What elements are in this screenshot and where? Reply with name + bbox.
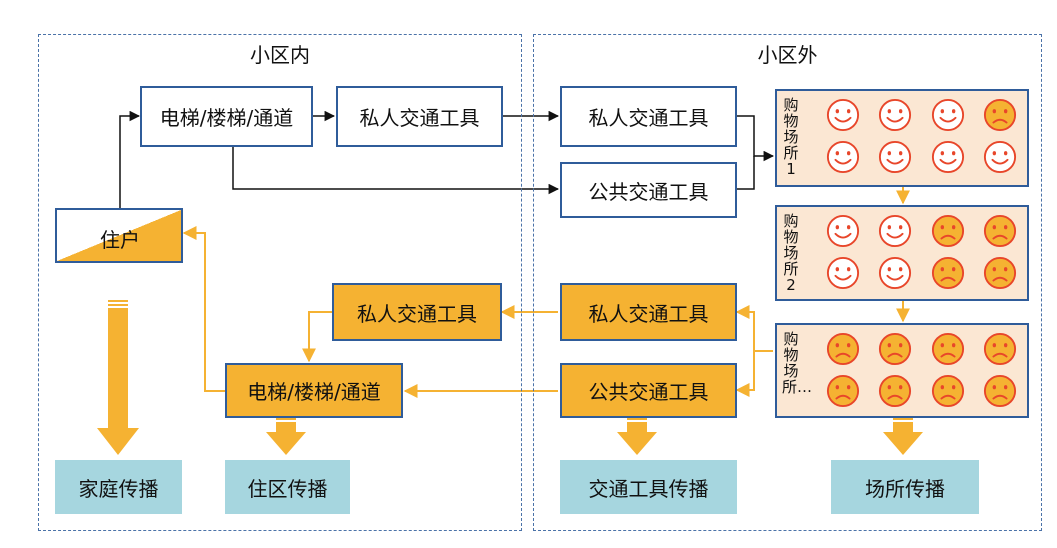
line-private-to-mall: [737, 115, 775, 162]
smiley-face-icon: [878, 140, 912, 174]
smiley-face-icon: [878, 98, 912, 132]
smiley-face-icon: [983, 140, 1017, 174]
sad-face-icon: [931, 256, 965, 290]
region-title-outside: 小区外: [757, 43, 818, 67]
line-elevator-to-resident: [182, 226, 225, 392]
line-mall-to-public: [735, 351, 755, 397]
sad-face-icon: [983, 98, 1017, 132]
node-elevator-bottom: 电梯/楼梯/通道: [225, 363, 403, 418]
smiley-face-icon: [931, 98, 965, 132]
line-elevator-to-public: [232, 147, 560, 195]
node-resident: 住户: [55, 208, 183, 263]
region-title-inside: 小区内: [250, 43, 310, 67]
line-mall-to-private: [735, 305, 773, 352]
line-resident-to-elevator: [119, 110, 141, 208]
sad-face-icon: [931, 374, 965, 408]
venue-mall-2: 购物场所2: [775, 205, 1029, 301]
sad-face-icon: [878, 374, 912, 408]
venue-mall-3: 购物场所…: [775, 323, 1029, 418]
node-public-transport-top: 公共交通工具: [560, 162, 737, 218]
sad-face-icon: [983, 374, 1017, 408]
sad-face-icon: [826, 374, 860, 408]
down-arrow-venue: [883, 418, 923, 455]
smiley-face-icon: [826, 98, 860, 132]
category-venue-transmission: 场所传播: [831, 460, 979, 514]
smiley-face-icon: [826, 256, 860, 290]
node-elevator-top: 电梯/楼梯/通道: [140, 86, 313, 147]
return-lines: [182, 187, 910, 398]
down-arrow-transport: [617, 418, 657, 455]
line-private-to-elevator: [302, 311, 332, 363]
line-public-to-mall: [737, 156, 755, 190]
sad-face-icon: [878, 332, 912, 366]
outbound-lines: [119, 110, 775, 208]
smiley-face-icon: [826, 214, 860, 248]
sad-face-icon: [983, 332, 1017, 366]
region-outside-community: 小区外: [533, 34, 1042, 531]
smiley-face-icon: [878, 214, 912, 248]
node-private-vehicle-outer-top: 私人交通工具: [560, 86, 737, 147]
sad-face-icon: [983, 214, 1017, 248]
smiley-face-icon: [826, 140, 860, 174]
sad-face-icon: [826, 332, 860, 366]
category-family-transmission: 家庭传播: [55, 460, 182, 514]
sad-face-icon: [931, 332, 965, 366]
venue-mall-label: 购物场所…: [782, 330, 813, 396]
smiley-face-icon: [931, 140, 965, 174]
node-private-vehicle-inner-top: 私人交通工具: [336, 86, 503, 147]
down-arrow-community: [266, 418, 306, 455]
sad-face-icon: [931, 214, 965, 248]
big-down-arrow-family: [97, 300, 139, 455]
venue-mall-1: 购物场所1: [775, 89, 1029, 187]
node-public-transport-bottom: 公共交通工具: [560, 363, 737, 418]
category-transport-transmission: 交通工具传播: [560, 460, 737, 514]
region-inside-community: 小区内: [38, 34, 522, 531]
smiley-face-icon: [878, 256, 912, 290]
propagation-arrows: [97, 300, 923, 455]
category-community-transmission: 住区传播: [225, 460, 350, 514]
node-private-vehicle-inner-bottom: 私人交通工具: [332, 283, 502, 341]
venue-mall-label: 购物场所2: [783, 212, 799, 294]
venue-mall-label: 购物场所1: [783, 96, 799, 178]
node-resident-label: 住户: [100, 228, 140, 252]
sad-face-icon: [983, 256, 1017, 290]
node-private-vehicle-outer-bottom: 私人交通工具: [560, 283, 737, 341]
